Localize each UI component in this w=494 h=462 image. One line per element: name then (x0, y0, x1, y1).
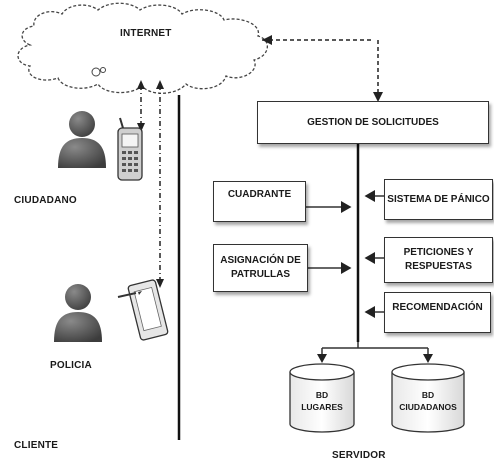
asignacion-patrullas-label: ASIGNACIÓN DE PATRULLAS (220, 255, 301, 280)
arrow-db-ciudadanos (423, 354, 433, 363)
database-ciudadanos-icon (391, 363, 465, 433)
ciudadano-label: CIUDADANO (14, 195, 77, 206)
peticiones-respuestas-label: PETICIONES Y RESPUESTAS (403, 247, 474, 272)
arrow-down-tablet (156, 279, 164, 288)
gestion-solicitudes-label: GESTION DE SOLICITUDES (307, 116, 439, 128)
arrow-to-server (373, 92, 383, 102)
sistema-panico-box: SISTEMA DE PÁNICO (384, 179, 493, 220)
database-lugares-icon (289, 363, 355, 433)
cliente-label: CLIENTE (14, 440, 59, 451)
arrow-up-tablet (156, 80, 164, 89)
internet-label: INTERNET (120, 28, 172, 39)
asignacion-patrullas-box: ASIGNACIÓN DE PATRULLAS (213, 244, 308, 292)
peticiones-respuestas-box: PETICIONES Y RESPUESTAS (384, 237, 493, 283)
citizen-person-icon (58, 111, 106, 168)
sistema-panico-label: SISTEMA DE PÁNICO (387, 193, 490, 205)
servidor-label: SERVIDOR (332, 450, 386, 461)
gestion-solicitudes-box: GESTION DE SOLICITUDES (257, 101, 489, 144)
arrow-down-phone (137, 123, 145, 132)
tablet-icon (117, 279, 169, 341)
police-person-icon (54, 284, 102, 342)
recomendacion-label: RECOMENDACIÓN (392, 302, 483, 313)
cuadrante-label: CUADRANTE (227, 189, 292, 200)
cuadrante-box: CUADRANTE (213, 181, 306, 222)
arrow-db-lugares (317, 354, 327, 363)
arrow-up-phone (137, 80, 145, 89)
recomendacion-box: RECOMENDACIÓN (384, 292, 491, 333)
db-ciudadanos-label: BD CIUDADANOS (399, 390, 457, 412)
bus-to-databases (321, 342, 429, 358)
arrow-to-cloud (262, 35, 272, 45)
internet-server-link (262, 39, 379, 98)
policia-label: POLICIA (50, 360, 92, 371)
db-lugares-label: BD LUGARES (301, 390, 343, 412)
mobile-phone-icon (117, 117, 143, 181)
internet-cloud-icon (17, 2, 268, 94)
